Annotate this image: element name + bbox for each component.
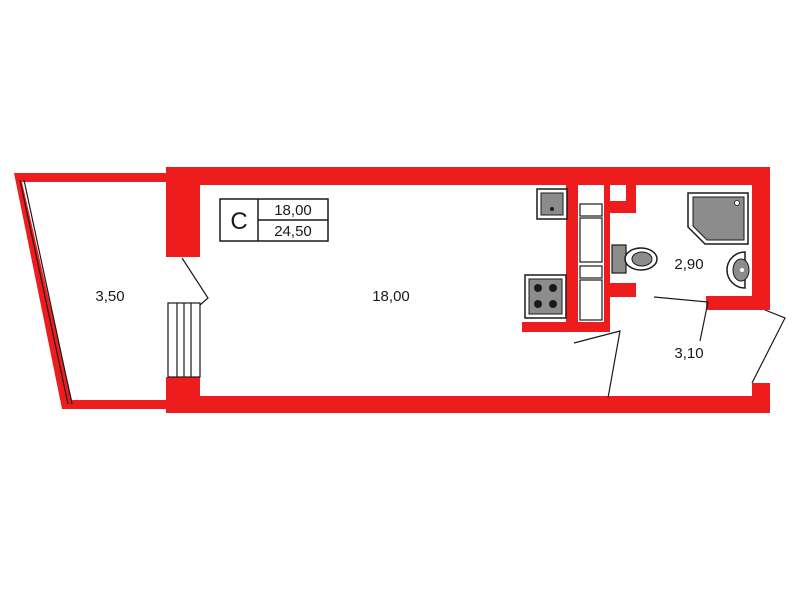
- legend-letter: C: [230, 208, 247, 235]
- balcony-wall: [14, 173, 168, 409]
- main-room-area-label: 18,00: [372, 288, 410, 305]
- bathroom-wall-bottom: [706, 296, 756, 310]
- balcony-door: [167, 257, 209, 378]
- wardrobe-shelf-1: [579, 203, 603, 217]
- bathroom-fixtures: [611, 192, 750, 289]
- wall-left-upper: [166, 167, 200, 257]
- bathroom-wall-left: [626, 185, 636, 213]
- kitchen: [522, 185, 574, 332]
- area-legend: C 18,00 24,50: [219, 198, 329, 242]
- balcony-window-inner: [23, 179, 73, 405]
- wall-bottom: [166, 396, 770, 413]
- column-wall-right: [604, 185, 610, 332]
- washbasin: [726, 251, 750, 289]
- wall-right-upper: [752, 167, 770, 310]
- legend-total-area: 24,50: [274, 223, 312, 240]
- wardrobe-column: [574, 185, 610, 332]
- bathroom-area-label: 2,90: [674, 256, 703, 273]
- balcony-window: [19, 179, 69, 405]
- wardrobe-shelf-4: [579, 279, 603, 321]
- entrance-door: [751, 309, 786, 384]
- bathroom-stub-lower: [604, 283, 636, 297]
- hallway-area-label: 3,10: [674, 345, 703, 362]
- legend-living-area: 18,00: [274, 202, 312, 219]
- balcony: [14, 173, 168, 409]
- wardrobe-shelf-3: [579, 265, 603, 279]
- wall-top: [166, 167, 770, 185]
- outer-walls: [166, 167, 770, 413]
- hallway-door: [573, 330, 621, 399]
- bathroom-walls: [604, 185, 756, 310]
- bathroom-door: [653, 296, 709, 342]
- wall-right-lower: [752, 383, 770, 413]
- kitchen-counter: [522, 185, 574, 332]
- toilet: [611, 244, 658, 274]
- balcony-area-label: 3,50: [95, 288, 124, 305]
- wardrobe-shelf-2: [579, 217, 603, 263]
- doors: [573, 296, 786, 399]
- balcony-door-leaf: [181, 257, 209, 306]
- column-wall-left: [574, 185, 578, 332]
